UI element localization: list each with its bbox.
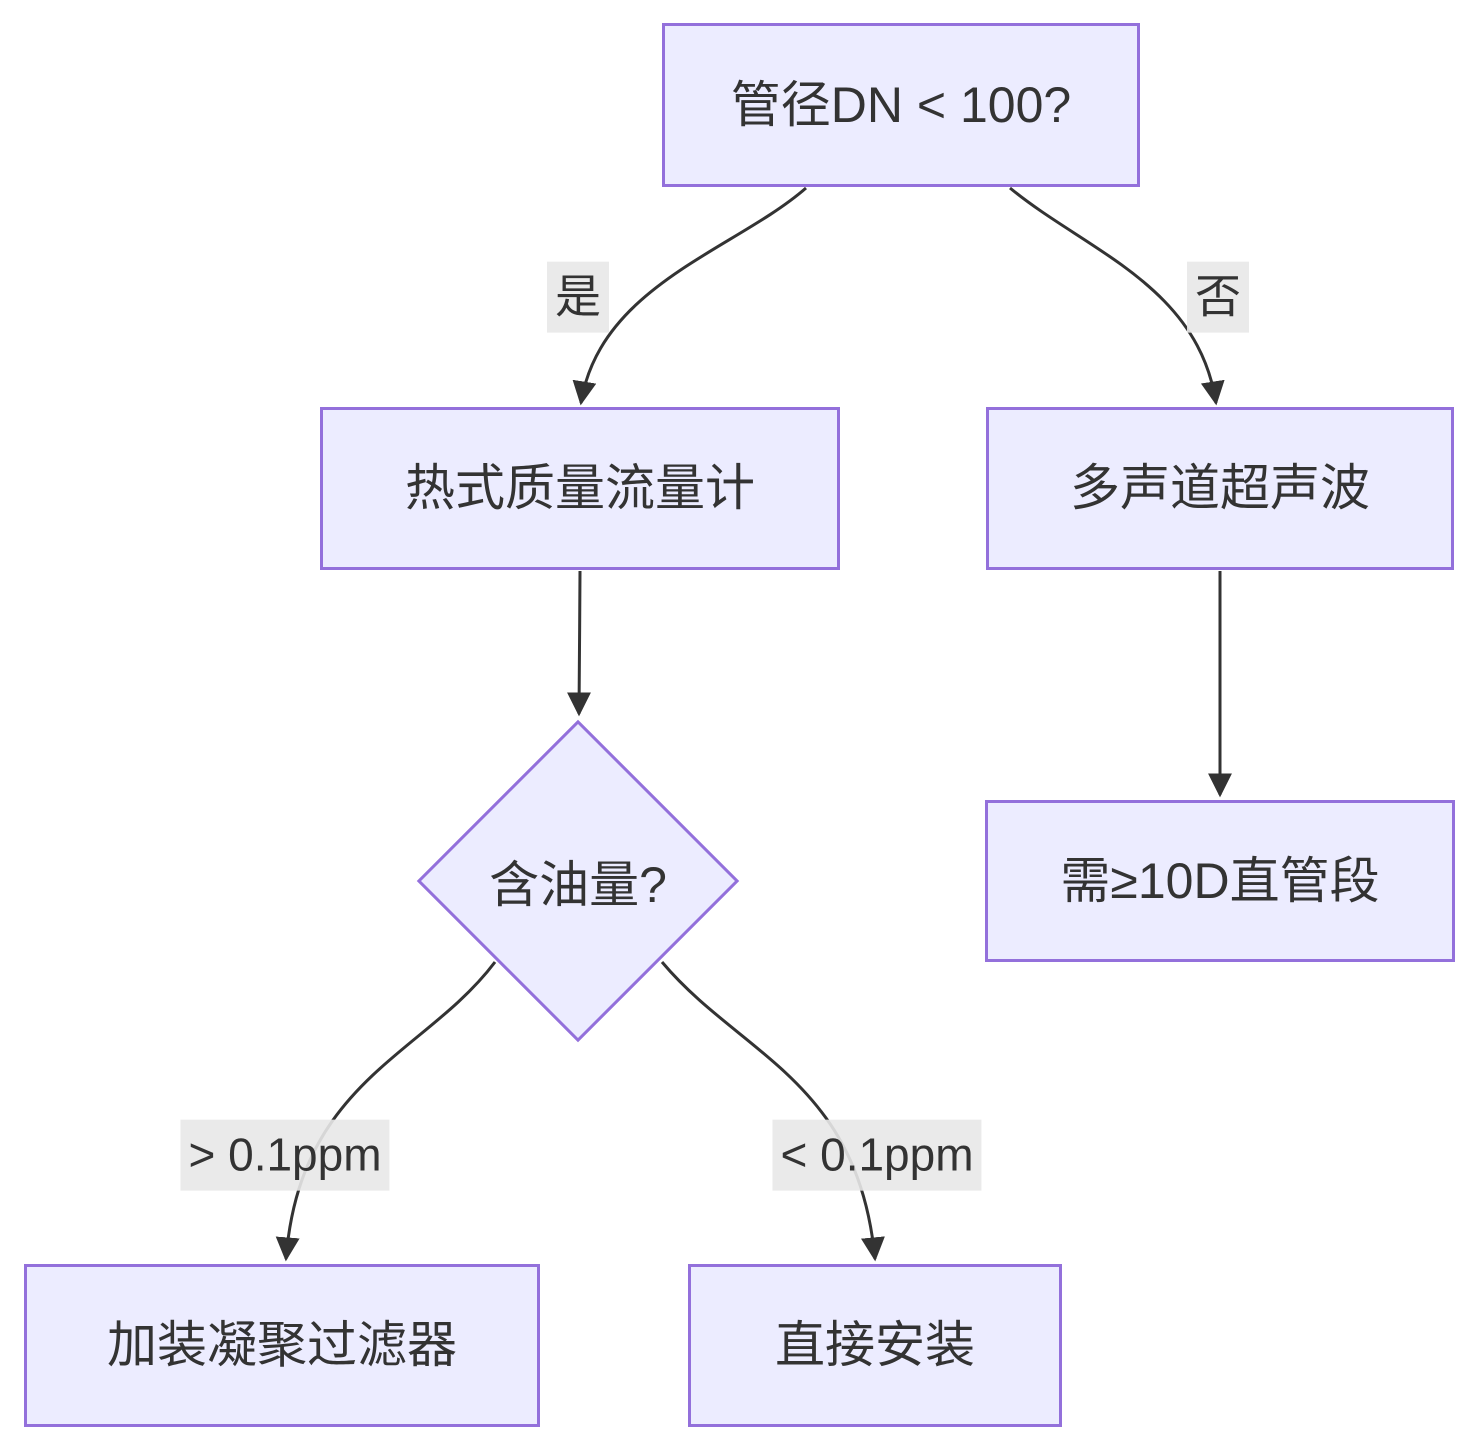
node-label: 管径DN < 100?: [730, 76, 1072, 133]
node-straight-pipe-requirement: 需≥10D直管段: [985, 800, 1455, 962]
edge-no-path: [1009, 186, 1225, 406]
edge-thermal-to-oil-path: [567, 570, 592, 717]
edge-label-no: 否: [1187, 261, 1249, 333]
node-thermal-mass-flowmeter: 热式质量流量计: [320, 407, 840, 570]
node-label: 热式质量流量计: [405, 460, 755, 516]
node-label: 含油量?: [489, 857, 667, 913]
edge-yes-path: [572, 186, 807, 406]
node-direct-install: 直接安装: [688, 1264, 1062, 1427]
edge-lt-ppm-path: [660, 961, 885, 1262]
node-multichannel-ultrasonic: 多声道超声波: [986, 407, 1454, 570]
node-label: 需≥10D直管段: [1060, 852, 1380, 909]
edge-label-gt-ppm: > 0.1ppm: [180, 1119, 390, 1191]
node-label: 多声道超声波: [1070, 460, 1370, 516]
edge-label-yes: 是: [547, 261, 609, 333]
node-pipe-diameter-decision: 管径DN < 100?: [662, 23, 1140, 187]
node-coalescing-filter: 加装凝聚过滤器: [24, 1264, 540, 1427]
edge-gt-ppm-path: [275, 961, 497, 1262]
node-label: 加装凝聚过滤器: [107, 1317, 457, 1373]
node-label: 直接安装: [775, 1317, 975, 1373]
edge-label-lt-ppm: < 0.1ppm: [772, 1119, 982, 1191]
